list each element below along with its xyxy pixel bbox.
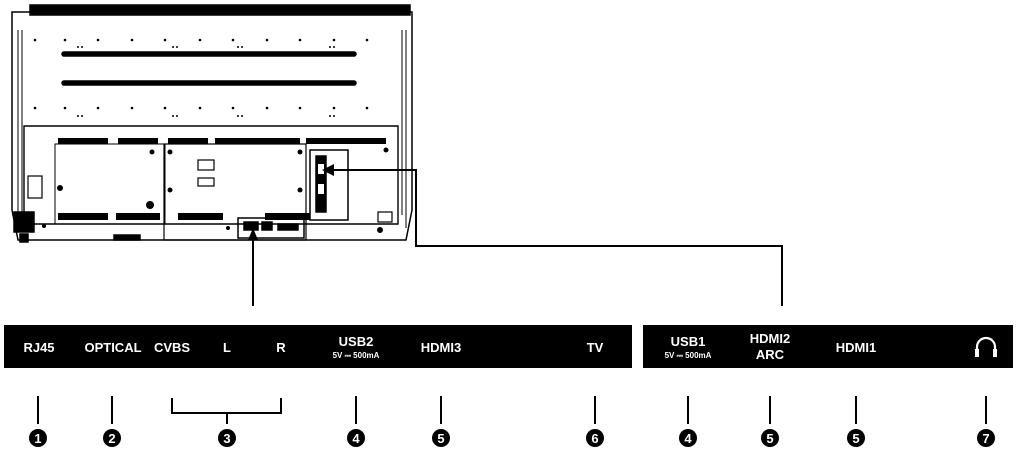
tv-body-outline: [11, 11, 413, 241]
port-label-hdmi2-arc: ARC: [756, 347, 785, 362]
callout-3: 3: [218, 429, 236, 447]
port-label-audio-r: R: [276, 340, 286, 355]
tv-groove-lower: [61, 80, 357, 86]
usb2-power-spec: 5V ⎓ 500mA: [333, 351, 380, 360]
svg-text:5: 5: [766, 431, 773, 446]
svg-text:5: 5: [437, 431, 444, 446]
arrow-bottom-ports: [248, 228, 258, 240]
arrow-side-ports: [322, 164, 334, 176]
callout-2: 2: [103, 429, 121, 447]
port-label-audio-l: L: [223, 340, 231, 355]
tv-top-edge: [29, 4, 411, 16]
port-label-hdmi1: HDMI1: [836, 340, 876, 355]
callout-5-hdmi3: 5: [432, 429, 450, 447]
port-label-rj45: RJ45: [23, 340, 54, 355]
tv-power-input: [13, 211, 35, 233]
svg-text:5: 5: [852, 431, 859, 446]
usb1-power-spec: 5V ⎓ 500mA: [665, 351, 712, 360]
port-label-hdmi3: HDMI3: [421, 340, 461, 355]
svg-text:4: 4: [684, 431, 692, 446]
callout-1: 1: [29, 429, 47, 447]
tv-side-terminal: [309, 149, 349, 221]
tv-vent-slots: [58, 138, 386, 220]
callout-stems: [37, 396, 987, 424]
side-port-strip: [643, 325, 1013, 368]
headphone-icon: [975, 336, 997, 357]
callout-4-usb1: 4: [679, 429, 697, 447]
port-label-hdmi2: HDMI2: [750, 331, 790, 346]
callout-7: 7: [977, 429, 995, 447]
callout-5-hdmi1: 5: [847, 429, 865, 447]
port-label-usb2: USB2: [339, 334, 374, 349]
svg-text:7: 7: [982, 431, 989, 446]
port-label-cvbs: CVBS: [154, 340, 190, 355]
tv-center-panel: [163, 143, 307, 241]
svg-text:3: 3: [223, 431, 230, 446]
callout-4-usb2: 4: [347, 429, 365, 447]
svg-text:1: 1: [34, 431, 41, 446]
tv-screw-dots: [33, 38, 369, 117]
svg-text:4: 4: [352, 431, 360, 446]
callout-6: 6: [586, 429, 604, 447]
svg-text:6: 6: [591, 431, 598, 446]
port-label-tv: TV: [587, 340, 604, 355]
port-label-usb1: USB1: [671, 334, 706, 349]
tv-bottom-terminal: [237, 217, 305, 239]
tv-left-panel: [54, 143, 166, 225]
connector-leader-lines: [252, 169, 783, 306]
callout-5-hdmi2: 5: [761, 429, 779, 447]
bottom-port-strip: [4, 325, 632, 368]
tv-screws: [42, 147, 389, 233]
tv-back-housing: [23, 125, 399, 225]
port-label-optical: OPTICAL: [84, 340, 141, 355]
tv-rear-illustration: [11, 4, 413, 243]
tv-groove-upper: [61, 51, 357, 57]
leader-line-side-ports: [326, 169, 783, 306]
svg-text:2: 2: [108, 431, 115, 446]
